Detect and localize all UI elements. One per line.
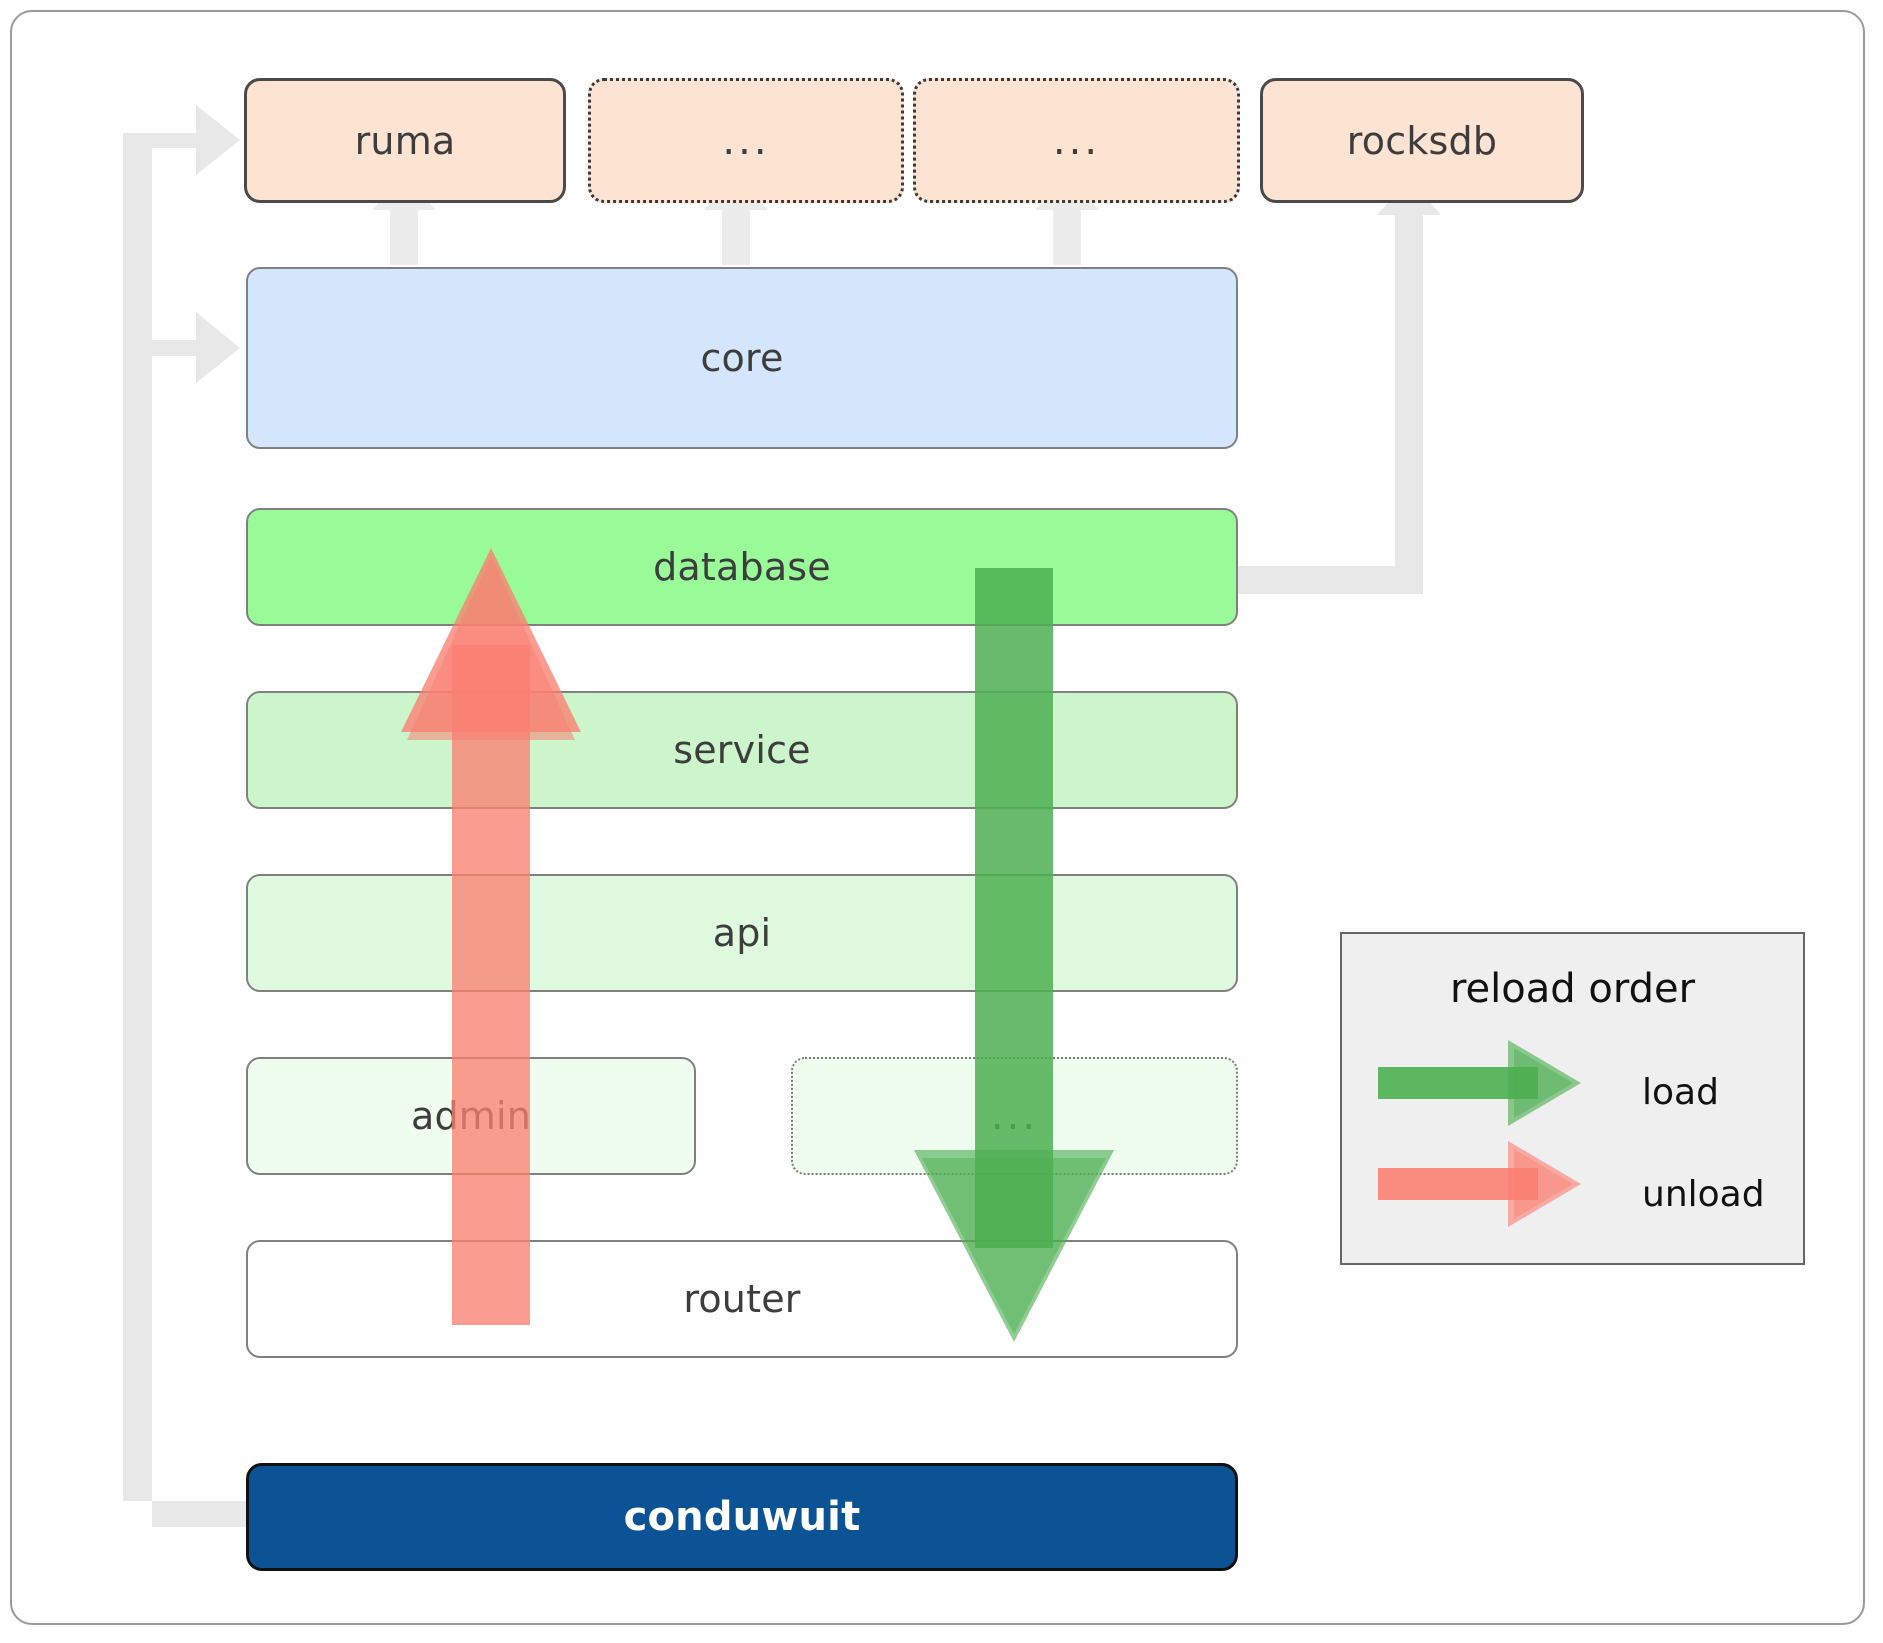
crate-box-core[interactable]: core: [246, 267, 1238, 449]
crate-label: router: [683, 1277, 801, 1321]
crate-label: core: [700, 336, 784, 380]
crate-label: conduwuit: [623, 1494, 861, 1540]
legend-panel: reload order load unload: [1340, 932, 1805, 1265]
crate-box-conduwuit[interactable]: conduwuit: [246, 1463, 1238, 1571]
crate-box-api[interactable]: api: [246, 874, 1238, 992]
dependency-box-placeholder-1[interactable]: ...: [588, 78, 904, 203]
crate-box-placeholder[interactable]: ...: [791, 1057, 1238, 1175]
dependency-box-placeholder-2[interactable]: ...: [913, 78, 1240, 203]
crate-box-admin[interactable]: admin: [246, 1057, 696, 1175]
dependency-box-rocksdb[interactable]: rocksdb: [1260, 78, 1584, 203]
crate-label: database: [653, 545, 831, 589]
crate-box-database[interactable]: database: [246, 508, 1238, 626]
crate-box-router[interactable]: router: [246, 1240, 1238, 1358]
dependency-label: rocksdb: [1346, 118, 1498, 163]
dependency-box-ruma[interactable]: ruma: [244, 78, 566, 203]
diagram-frame: [10, 10, 1865, 1625]
legend-label-unload: unload: [1642, 1174, 1765, 1215]
dependency-label: ruma: [354, 118, 456, 163]
dependency-label: ...: [722, 117, 770, 164]
crate-label: api: [712, 911, 772, 955]
dependency-label: ...: [1052, 117, 1101, 164]
crate-box-service[interactable]: service: [246, 691, 1238, 809]
crate-label: service: [673, 728, 811, 772]
legend-title: reload order: [1449, 966, 1696, 1012]
crate-label: admin: [410, 1094, 532, 1138]
legend-label-load: load: [1642, 1072, 1719, 1113]
crate-label: ...: [990, 1093, 1039, 1139]
